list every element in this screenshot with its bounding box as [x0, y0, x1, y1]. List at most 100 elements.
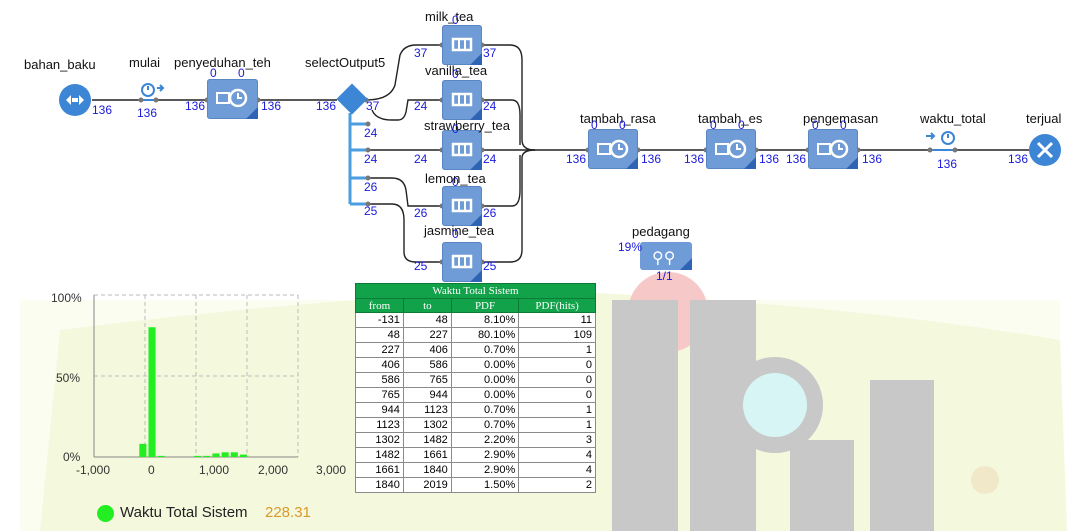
histogram-chart — [93, 294, 299, 458]
strawberry-tea-out: 24 — [483, 152, 497, 166]
table-cell: 0 — [518, 357, 596, 373]
timer-start-icon — [141, 83, 165, 101]
table-cell: 2.90% — [450, 447, 520, 463]
table-cell: 80.10% — [450, 327, 520, 343]
packaging-in: 136 — [786, 152, 807, 166]
lemon-tea-out: 26 — [483, 206, 497, 220]
source-label: bahan_baku — [24, 57, 96, 72]
queue-icon — [451, 254, 473, 269]
table-cell: 4 — [518, 447, 596, 463]
brewing-block[interactable] — [207, 79, 258, 119]
statistics-table: Waktu Total Sistem from to PDF PDF(hits)… — [355, 283, 596, 493]
x-tick: 2,000 — [258, 463, 289, 477]
flavor-strawberry-tea-block[interactable] — [442, 130, 482, 170]
table-cell: 944 — [355, 402, 404, 418]
select-in: 136 — [316, 99, 337, 113]
resource-label: pedagang — [632, 224, 690, 239]
table-cell: -131 — [355, 312, 404, 328]
table-cell: 227 — [355, 342, 404, 358]
add-ice-label: tambah_es — [698, 111, 763, 126]
table-cell: 4 — [518, 462, 596, 478]
flavor-jasmine-tea-block[interactable] — [442, 242, 482, 282]
histogram-bar — [139, 443, 147, 457]
flavor-milk-tea-block[interactable] — [442, 25, 482, 65]
table-cell: 944 — [402, 387, 452, 403]
flavor-lemon-tea-block[interactable] — [442, 186, 482, 226]
strawberry-tea-label: strawberry_tea — [424, 118, 510, 133]
jasmine-tea-badge: 0 — [452, 227, 459, 241]
vanilla-tea-in: 24 — [414, 99, 428, 113]
table-cell: 2019 — [402, 477, 452, 493]
packaging-label: pengemasan — [803, 111, 879, 126]
lemon-tea-badge: 0 — [452, 175, 459, 189]
table-cell: 1 — [518, 342, 596, 358]
histogram-bar — [157, 455, 165, 457]
add-ice-in: 136 — [684, 152, 705, 166]
flavor-vanilla-tea-block[interactable] — [442, 80, 482, 120]
brewing-busy: 0 — [238, 66, 245, 80]
strawberry-tea-in: 24 — [414, 152, 428, 166]
brewing-label: penyeduhan_teh — [174, 55, 271, 70]
add-ice-out: 136 — [759, 152, 780, 166]
add-ice-busy: 0 — [738, 118, 745, 132]
select-output-icon — [336, 83, 368, 115]
histogram-bar — [203, 455, 211, 457]
add-ice-block[interactable] — [706, 129, 756, 169]
table-cell: 0.70% — [450, 402, 520, 418]
packaging-out: 136 — [862, 152, 883, 166]
table-cell: 227 — [402, 327, 452, 343]
table-cell: 1661 — [402, 447, 452, 463]
resource-pool-icon: ⚲⚲ — [640, 242, 692, 270]
table-title: Waktu Total Sistem — [355, 283, 596, 299]
jasmine-tea-label: jasmine_tea — [424, 223, 495, 238]
table-cell: 2 — [518, 477, 596, 493]
table-cell: 586 — [355, 372, 404, 388]
table-cell: 2.20% — [450, 432, 520, 448]
histogram-bar — [230, 452, 238, 457]
packaging-block[interactable] — [808, 129, 858, 169]
y-tick: 50% — [56, 371, 81, 385]
delay-clock-icon — [597, 139, 629, 159]
table-cell: 2.90% — [450, 462, 520, 478]
table-cell: 406 — [402, 342, 452, 358]
sink-icon — [1029, 134, 1061, 166]
add-flavor-block[interactable] — [588, 129, 638, 169]
milk-tea-label: milk_tea — [425, 9, 474, 24]
table-cell: 11 — [518, 312, 596, 328]
table-cell: 0.00% — [450, 357, 520, 373]
histogram-bar — [148, 327, 156, 457]
histogram-bar — [239, 454, 247, 457]
table-cell: 1482 — [355, 447, 404, 463]
table-cell: 0.00% — [450, 387, 520, 403]
select-out-1: 37 — [366, 99, 380, 113]
y-tick: 0% — [63, 450, 81, 464]
column-header-to: to — [402, 298, 452, 313]
source-count: 136 — [92, 103, 113, 117]
x-tick: 3,000 — [316, 463, 347, 477]
resource-capacity: 1/1 — [656, 269, 673, 283]
histogram-bar — [221, 452, 229, 457]
table-cell: 1.50% — [450, 477, 520, 493]
brewing-in: 136 — [185, 99, 206, 113]
queue-icon — [451, 37, 473, 52]
table-cell: 0 — [518, 372, 596, 388]
jasmine-tea-in: 25 — [414, 259, 428, 273]
add-flavor-label: tambah_rasa — [580, 111, 656, 126]
vanilla-tea-badge: 0 — [452, 67, 459, 81]
delay-clock-icon — [817, 139, 849, 159]
table-cell: 406 — [355, 357, 404, 373]
table-cell: 1302 — [402, 417, 452, 433]
select-out-5: 25 — [364, 204, 378, 218]
delay-clock-icon — [216, 88, 248, 108]
table-cell: 0.70% — [450, 417, 520, 433]
table-cell: 586 — [402, 357, 452, 373]
sink-label: terjual — [1026, 111, 1062, 126]
